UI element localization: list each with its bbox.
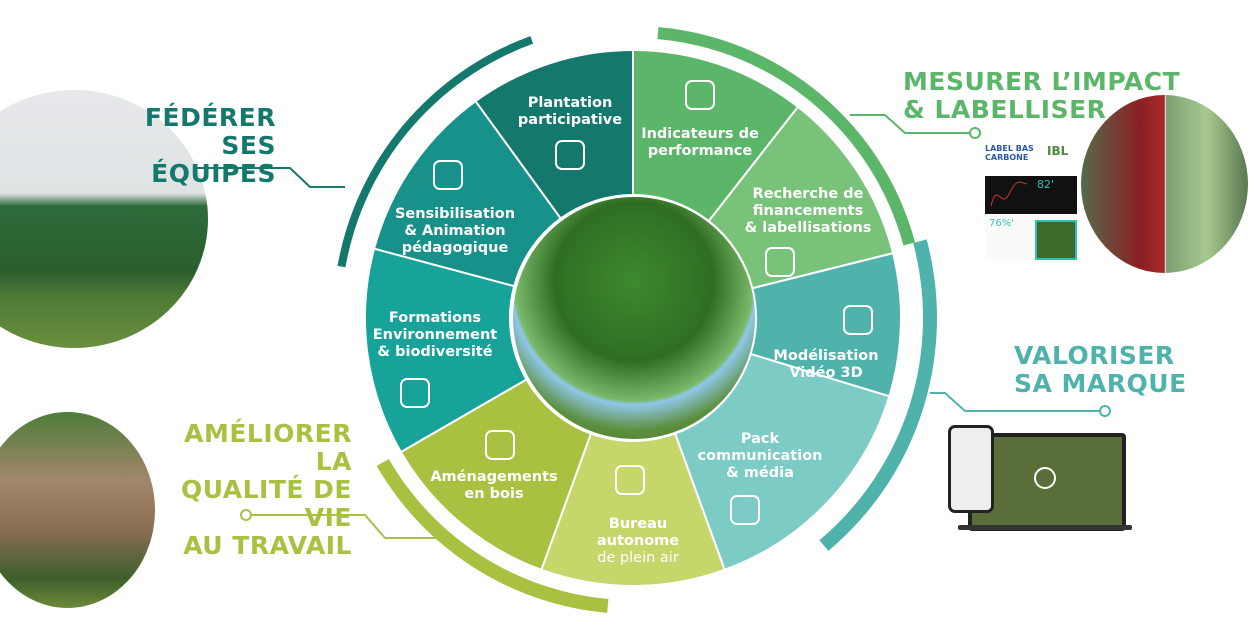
- segment-label-line: Plantation: [527, 95, 613, 111]
- heading-line: & LABELLISER: [903, 95, 1107, 124]
- heading-line: AMÉLIORER LA: [184, 419, 352, 476]
- connector-mesurer: [850, 114, 975, 134]
- connector-federer: [182, 167, 345, 188]
- stat-82: 82': [1037, 178, 1055, 191]
- heading-line: VALORISER: [1014, 341, 1175, 370]
- heading-mesurer: MESURER L’IMPACT & LABELLISER: [903, 68, 1180, 124]
- segment-label-line: participative: [517, 112, 623, 128]
- megaphone-icon: [433, 160, 463, 190]
- phone: [948, 425, 994, 513]
- growth-chart-icon: [685, 80, 715, 110]
- heading-valoriser: VALORISER SA MARQUE: [1014, 342, 1187, 398]
- heading-line: SA MARQUE: [1014, 369, 1187, 398]
- connector-ameliorer: [246, 514, 440, 539]
- segment-label-line: Formations: [388, 310, 482, 326]
- segment-label-line: Indicateurs de: [641, 126, 759, 142]
- segment-label-line: pédagogique: [401, 240, 509, 256]
- award-badge-icon: [765, 247, 795, 277]
- heading-federer: FÉDÉRER SES ÉQUIPES: [112, 104, 276, 188]
- segment-label-line: financements: [752, 203, 864, 219]
- satellite-map-photo: [1081, 95, 1248, 273]
- segment-label-line: & média: [726, 465, 794, 481]
- heading-ameliorer: AMÉLIORER LA QUALITÉ DE VIE AU TRAVAIL: [140, 420, 352, 560]
- connector-dot: [969, 127, 981, 139]
- segment-label-line: Aménagements: [430, 469, 558, 485]
- connector-dot: [240, 509, 252, 521]
- segment-label-line: & labellisations: [744, 220, 872, 236]
- segment-label-line: Bureau: [608, 516, 668, 532]
- outer-arc: [819, 239, 937, 551]
- center-tree-photo: [513, 197, 755, 439]
- segment-label-line: Environnement: [372, 327, 498, 343]
- heading-line: QUALITÉ DE VIE: [180, 475, 352, 532]
- cube-icon: [843, 305, 873, 335]
- play-button-icon[interactable]: [1034, 467, 1056, 489]
- connector-dot: [1099, 405, 1111, 417]
- segment-label-line: autonome: [596, 533, 680, 549]
- heading-line: SES ÉQUIPES: [151, 131, 276, 188]
- segment-label-line: Sensibilisation: [394, 206, 516, 222]
- laptop-base: [958, 525, 1132, 530]
- heading-line: MESURER L’IMPACT: [903, 67, 1181, 96]
- house-tools-icon: [615, 465, 645, 495]
- stat-76: 76%': [989, 218, 1014, 229]
- picnic-table-icon: [485, 430, 515, 460]
- leaf-icon: [555, 140, 585, 170]
- connector-valoriser: [930, 392, 1105, 412]
- outer-arc: [376, 459, 609, 613]
- segment-label-line: Recherche de: [752, 186, 864, 202]
- segment-label-line: Vidéo 3D: [789, 365, 863, 381]
- segment-label-line: Modélisation: [773, 348, 879, 364]
- segment-label-line: performance: [647, 143, 753, 159]
- dashboard-light-card: 76%': [985, 214, 1077, 260]
- speech-bubble-icon: [730, 495, 760, 525]
- wheel-segment: [372, 99, 563, 288]
- segment-label-line: & Animation: [404, 223, 506, 239]
- team-photo: [0, 90, 208, 348]
- dashboard-mockup: LABEL BAS CARBONE IBL 82' 76%': [985, 144, 1077, 274]
- segment-label-line: de plein air: [597, 550, 679, 566]
- outdoor-office-photo: [0, 412, 155, 608]
- segment-label-line: & biodiversité: [377, 344, 493, 360]
- segment-label-line: en bois: [464, 486, 524, 502]
- book-hand-icon: [400, 378, 430, 408]
- ibl-logo: IBL: [1047, 144, 1069, 158]
- outer-arc: [657, 27, 916, 246]
- dashboard-dark-card: 82': [985, 176, 1077, 214]
- segment-label-line: Pack: [740, 431, 780, 447]
- heading-line: AU TRAVAIL: [183, 531, 352, 560]
- segment-label-line: communication: [697, 448, 823, 464]
- heading-line: FÉDÉRER: [144, 103, 276, 132]
- label-bas-carbone-logo: LABEL BAS CARBONE: [985, 144, 1034, 162]
